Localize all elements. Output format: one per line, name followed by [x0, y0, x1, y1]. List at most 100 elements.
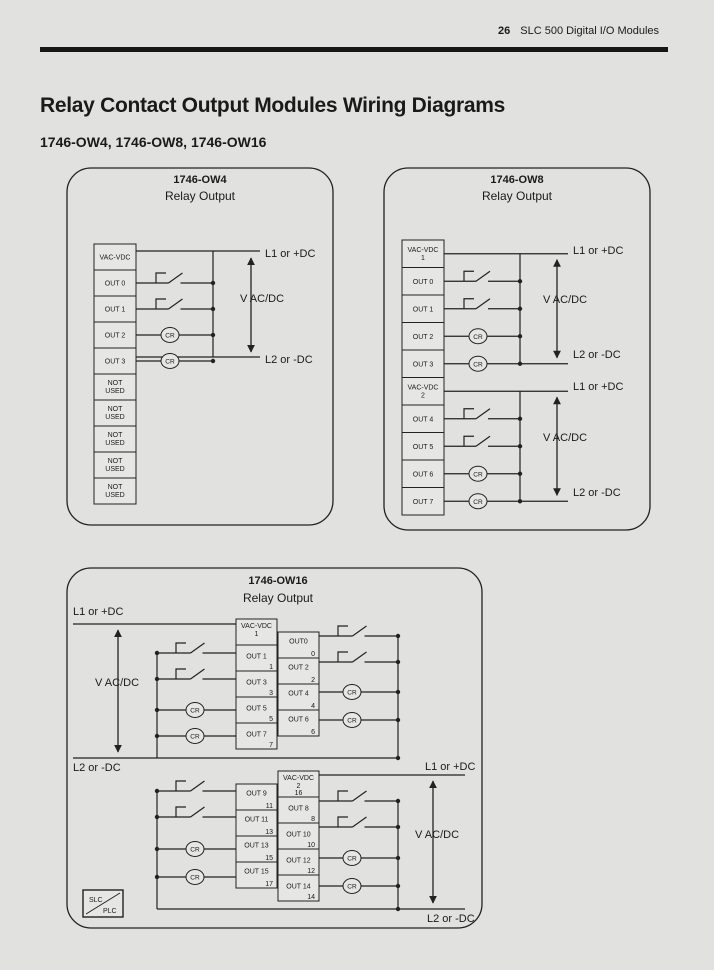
ow4-title: 1746-OW4	[173, 174, 227, 186]
legend-slc: SLC	[89, 897, 103, 904]
ow16-supply-low-1: L2 or -DC	[73, 762, 121, 774]
ow4-supply-low: L2 or -DC	[265, 354, 313, 366]
terminal-label: VAC-VDC	[100, 255, 131, 262]
relay-coil	[342, 684, 362, 700]
terminal-label: OUT 7	[246, 732, 267, 739]
contact-leg	[337, 790, 348, 801]
slc-plc-legend-icon: SLC PLC	[82, 889, 124, 918]
terminal-label: NOT	[108, 432, 124, 439]
ow16-supply-low-2: L2 or -DC	[427, 913, 475, 925]
terminal-label: OUT 11	[245, 817, 269, 824]
terminal-label: VAC-VDC	[408, 384, 439, 391]
contact-leg	[155, 272, 166, 283]
terminal-cell	[277, 657, 320, 685]
output-contact	[352, 625, 367, 637]
junction-dot	[210, 332, 216, 338]
terminal-cell	[93, 451, 137, 479]
terminal-label: OUT 3	[105, 359, 126, 366]
terminal-cell	[235, 835, 278, 863]
relay-coil	[468, 328, 488, 345]
contact-leg	[463, 408, 474, 419]
relay-coil	[160, 353, 180, 369]
terminal-label: OUT 15	[244, 869, 268, 876]
junction-dot	[517, 499, 523, 504]
relay-coil	[185, 869, 205, 885]
terminal-label: NOT	[108, 458, 124, 465]
junction-dot	[395, 883, 401, 889]
relay-coil	[342, 712, 362, 728]
terminal-cell	[277, 631, 320, 659]
terminal-label: USED	[105, 388, 124, 395]
ow16-supply-high-1: L1 or +DC	[73, 606, 123, 618]
terminal-cell	[235, 722, 278, 750]
ow8-supply-low-2: L2 or -DC	[573, 487, 621, 499]
contact-leg	[175, 780, 186, 791]
relay-coil-label: CR	[190, 708, 200, 715]
contact-leg	[175, 668, 186, 679]
output-contact	[475, 408, 491, 420]
relay-coil-label: CR	[165, 359, 175, 366]
section-subtitle: 1746-OW4, 1746-OW8, 1746-OW16	[40, 134, 267, 150]
terminal-number: 17	[265, 881, 273, 888]
relay-coil	[468, 465, 488, 482]
terminal-label: USED	[105, 440, 124, 447]
ow8-voltage-label-2: V AC/DC	[543, 432, 587, 444]
terminal-label: OUT 9	[246, 791, 267, 798]
terminal-cell	[93, 477, 137, 505]
terminal-label: OUT 14	[286, 884, 310, 891]
junction-dot	[154, 733, 160, 739]
output-contact	[475, 298, 491, 310]
junction-dot	[395, 855, 401, 861]
ow16-supply-high-2: L1 or +DC	[425, 761, 475, 773]
junction-dot	[154, 874, 160, 880]
terminal-cell	[401, 267, 445, 296]
relay-coil-label: CR	[347, 690, 357, 697]
terminal-label: OUT 2	[413, 334, 434, 341]
terminal-number: 5	[269, 716, 273, 723]
terminal-label: OUT 13	[244, 843, 268, 850]
terminal-number: 0	[311, 651, 315, 658]
terminal-cell	[93, 399, 137, 427]
contact-leg	[337, 816, 348, 827]
terminal-number: 4	[311, 703, 315, 710]
junction-dot	[517, 444, 523, 449]
terminal-cell	[277, 848, 320, 876]
junction-dot	[395, 633, 401, 639]
terminal-number: 13	[265, 829, 273, 836]
output-contact	[190, 642, 205, 654]
terminal-label: OUT 3	[413, 361, 434, 368]
terminal-label: NOT	[108, 380, 124, 387]
terminal-cell	[401, 349, 445, 378]
output-contact	[168, 272, 183, 284]
terminal-number: 7	[269, 742, 273, 749]
terminal-label: OUT 1	[246, 654, 267, 661]
terminal-label: OUT 3	[246, 680, 267, 687]
output-contact	[475, 270, 491, 282]
terminal-cell	[401, 294, 445, 323]
relay-coil	[342, 878, 362, 894]
junction-dot	[395, 689, 401, 695]
junction-dot	[517, 306, 523, 311]
terminal-label: OUT 4	[288, 691, 309, 698]
relay-coil-label: CR	[190, 847, 200, 854]
terminal-number: 2	[311, 677, 315, 684]
junction-dot	[517, 471, 523, 476]
terminal-cell	[277, 770, 320, 798]
terminal-label: OUT 6	[288, 717, 309, 724]
relay-coil-label: CR	[473, 361, 483, 368]
relay-coil-label: CR	[473, 334, 483, 341]
terminal-number: 6	[311, 729, 315, 736]
junction-dot	[154, 650, 160, 656]
ow8-voltage-label-1: V AC/DC	[543, 294, 587, 306]
terminal-label: 2	[297, 783, 301, 790]
relay-coil-label: CR	[347, 718, 357, 725]
junction-dot	[517, 279, 523, 284]
terminal-label: OUT 4	[413, 416, 434, 423]
relay-coil	[185, 728, 205, 744]
relay-coil-label: CR	[347, 884, 357, 891]
